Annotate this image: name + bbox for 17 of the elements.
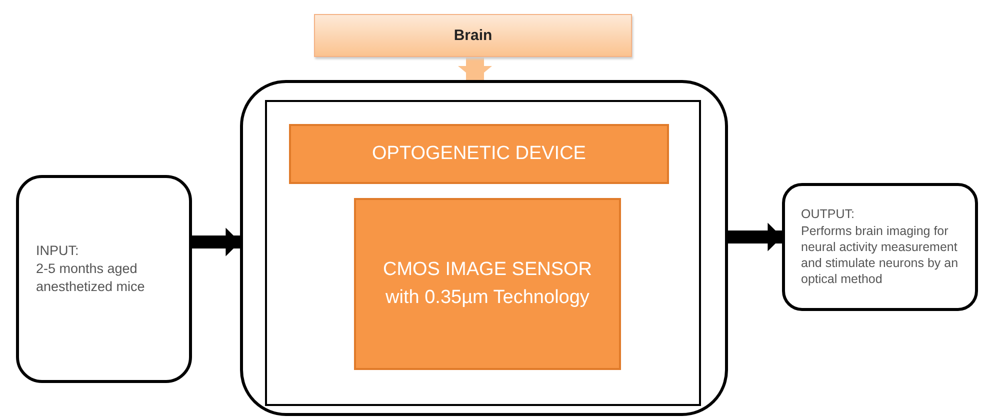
device-frame	[265, 100, 701, 406]
process-box	[354, 198, 621, 370]
arrow	[458, 57, 492, 80]
system-box	[240, 80, 728, 416]
input-box	[16, 175, 192, 383]
output-box	[782, 183, 978, 311]
box-label: Brain	[454, 27, 492, 44]
description: 2-5 months aged anesthetized mice	[36, 260, 146, 296]
process-box	[289, 124, 669, 184]
arrow	[192, 228, 240, 256]
arrow	[728, 222, 782, 252]
box-label: OPTOGENETIC DEVICE	[372, 142, 586, 166]
box-label: CMOS IMAGE SENSOR with 0.35µm Technology	[382, 258, 594, 310]
heading: INPUT:	[36, 242, 80, 260]
description: Performs brain imaging for neural activity measurement and stimulate neurons by an optical method	[801, 222, 960, 288]
heading: OUTPUT:	[801, 206, 856, 223]
callout-box	[314, 14, 632, 57]
